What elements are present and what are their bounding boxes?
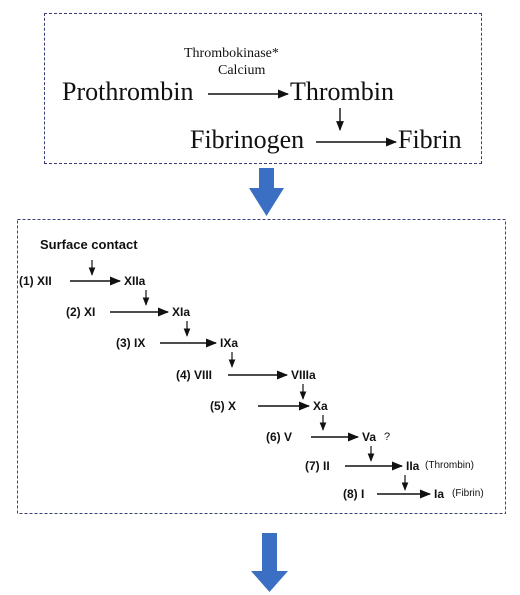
step-6-product: Va <box>362 430 377 444</box>
step-5-label: (5) X <box>210 399 237 413</box>
fibrinogen-label: Fibrinogen <box>190 125 305 154</box>
big-down-arrow-1 <box>249 168 284 216</box>
fibrin-label: Fibrin <box>398 125 462 154</box>
step-6-label: (6) V <box>266 430 293 444</box>
enzyme-label: Thrombokinase* <box>184 46 279 61</box>
step-5-product: Xa <box>313 399 328 413</box>
step-4-label: (4) VIII <box>176 368 213 382</box>
cofactor-label: Calcium <box>218 63 266 78</box>
step-7-product: IIa <box>406 459 420 473</box>
step-8-label: (8) I <box>343 487 365 501</box>
thrombin-label: Thrombin <box>290 77 394 106</box>
step-1-product: XIIa <box>124 274 146 288</box>
step-8-note: (Fibrin) <box>452 488 484 499</box>
step-3-product: IXa <box>220 336 239 350</box>
step-1-label: (1) XII <box>19 274 52 288</box>
step-7-note: (Thrombin) <box>425 460 474 471</box>
prothrombin-label: Prothrombin <box>62 77 194 106</box>
step-7-label: (7) II <box>305 459 330 473</box>
top-reaction-box <box>44 13 482 164</box>
step-8-product: Ia <box>434 487 445 501</box>
cascade-box <box>17 219 506 514</box>
step-2-product: XIa <box>172 305 191 319</box>
step-6-note: ? <box>384 431 391 443</box>
step-3-label: (3) IX <box>116 336 146 350</box>
surface-contact-label: Surface contact <box>40 237 138 252</box>
step-4-product: VIIIa <box>291 368 316 382</box>
step-2-label: (2) XI <box>66 305 96 319</box>
big-down-arrow-2 <box>251 533 288 592</box>
